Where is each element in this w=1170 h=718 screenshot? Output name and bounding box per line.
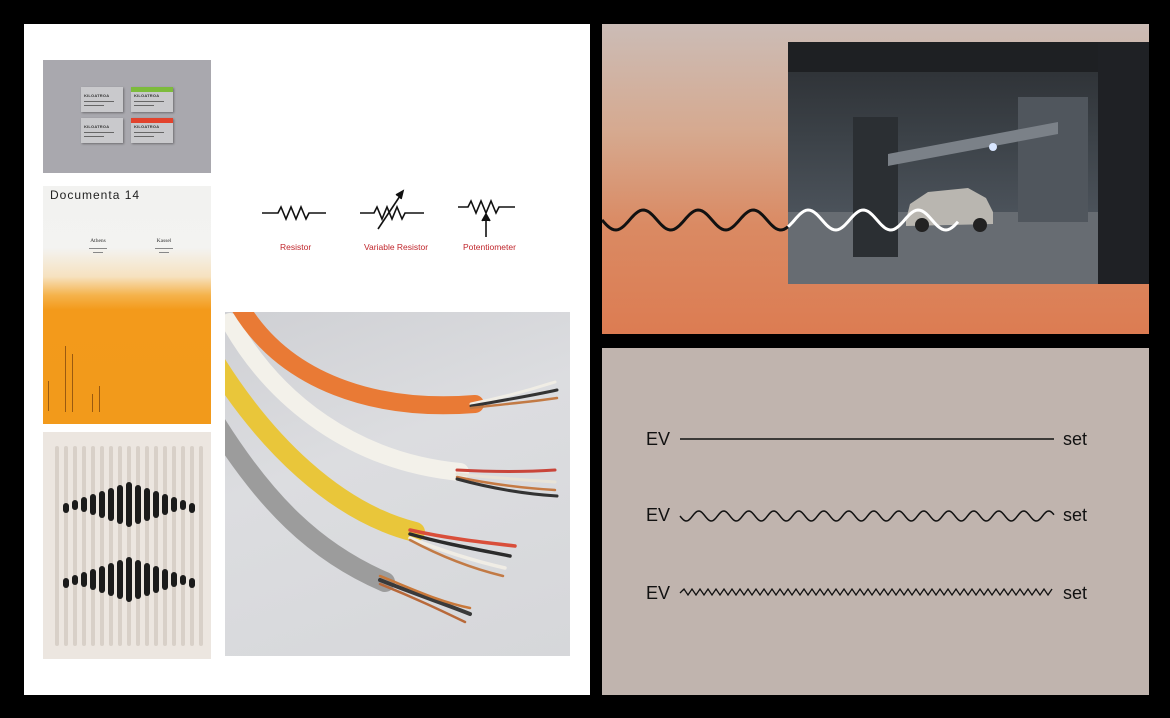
poster-title: Documenta 14	[50, 188, 141, 202]
business-cards-photo: KILOATROA KILOATROA KILOATROA KILOATROA	[43, 60, 211, 173]
poster-column-title: Athens	[90, 238, 106, 244]
business-card: KILOATROA	[131, 87, 173, 112]
poster-column-kassel: Kassel	[149, 238, 179, 256]
card-brand-text: KILOATROA	[134, 93, 160, 98]
kinetic-sculpture-photo	[43, 432, 211, 659]
signal-start-label: EV	[646, 429, 671, 449]
card-color-strip	[131, 87, 173, 92]
potentiometer-icon	[458, 198, 515, 216]
card-brand-text: KILOATROA	[84, 124, 110, 129]
signal-end-label: set	[1063, 505, 1088, 525]
wave-signal-line	[679, 510, 1055, 522]
card-brand-text: KILOATROA	[84, 93, 110, 98]
parking-garage-photo	[788, 42, 1149, 284]
signal-start-label: EV	[646, 505, 671, 525]
signal-types-panel	[602, 348, 1149, 695]
signal-lines	[679, 438, 1055, 597]
business-card: KILOATROA	[131, 118, 173, 143]
card-color-strip	[131, 118, 173, 123]
signal-end-label: set	[1063, 583, 1088, 603]
card-brand-text: KILOATROA	[134, 124, 160, 129]
poster-column-athens: Athens	[83, 238, 113, 256]
business-card: KILOATROA	[81, 118, 123, 143]
electrical-wires-photo	[225, 312, 570, 656]
zigzag-signal-line	[679, 587, 1053, 597]
potentiometer-label: Potentiometer	[463, 242, 516, 252]
poster-column-title: Kassel	[156, 238, 172, 244]
business-card: KILOATROA	[81, 87, 123, 112]
wave-line-graphic	[602, 208, 960, 232]
resistor-symbols	[262, 189, 515, 237]
resistor-label: Resistor	[280, 242, 312, 252]
signal-start-label: EV	[646, 583, 671, 603]
documenta-poster: Documenta 14 Athens Kassel	[43, 186, 211, 424]
variable-resistor-label: Variable Resistor	[364, 242, 429, 252]
signal-end-label: set	[1063, 429, 1088, 449]
resistor-icon	[262, 204, 326, 222]
